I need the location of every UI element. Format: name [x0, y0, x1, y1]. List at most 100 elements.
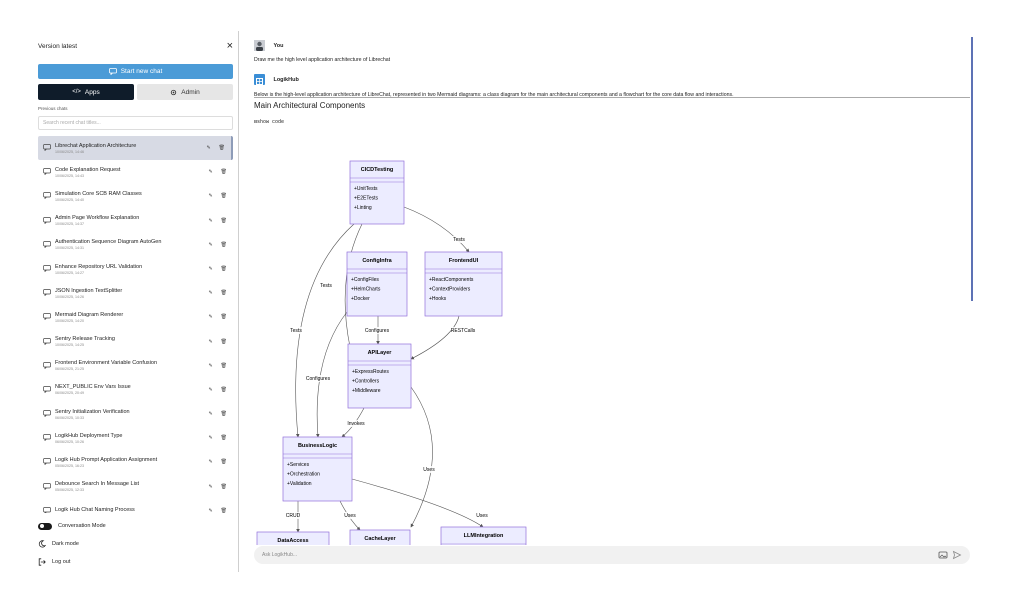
- user-message: You Draw me the high level application a…: [254, 37, 974, 63]
- logout-icon: [38, 558, 46, 566]
- assistant-message-text: Below is the high-level application arch…: [254, 92, 734, 98]
- edit-icon[interactable]: ✎: [208, 459, 213, 466]
- toggle-switch-icon[interactable]: [38, 522, 52, 530]
- close-icon[interactable]: ×: [226, 40, 233, 52]
- diagram-edge: [410, 315, 460, 360]
- chat-title: Debounce Search In Message List: [55, 481, 140, 488]
- attach-image-icon[interactable]: [938, 550, 948, 560]
- edit-icon[interactable]: ✎: [208, 265, 213, 272]
- edit-icon[interactable]: ✎: [208, 483, 213, 490]
- edit-icon[interactable]: ✎: [208, 435, 213, 442]
- edit-icon[interactable]: ✎: [208, 411, 213, 418]
- chat-icon: [43, 482, 51, 490]
- message-input[interactable]: [262, 548, 862, 562]
- apps-button[interactable]: </> Apps: [38, 84, 134, 100]
- sidebar: Version latest × Start new chat </> Apps…: [30, 31, 239, 572]
- chat-icon: [43, 265, 51, 272]
- delete-icon[interactable]: 🗑: [220, 265, 227, 272]
- chat-title: Mermaid Diagram Renderer: [55, 311, 124, 318]
- user-message-text: Draw me the high level application archi…: [254, 57, 391, 63]
- code-toggle-icon: ⊟: [254, 119, 258, 125]
- chat-date: 10/06/2025, 14:31: [55, 246, 84, 251]
- node-member: +ContextProviders: [429, 287, 471, 293]
- chat-icon: [43, 337, 51, 345]
- gear-icon: [171, 89, 177, 95]
- node-title: CICDTesting: [361, 167, 394, 173]
- delete-icon[interactable]: 🗑: [220, 193, 227, 200]
- app-window: Version latest × Start new chat </> Apps…: [30, 31, 992, 572]
- edit-icon[interactable]: ✎: [208, 507, 213, 513]
- delete-icon[interactable]: 🗑: [220, 386, 227, 393]
- delete-icon[interactable]: 🗑: [220, 290, 227, 297]
- delete-icon[interactable]: 🗑: [220, 338, 227, 345]
- edit-icon[interactable]: ✎: [208, 386, 213, 393]
- node-title: CacheLayer: [364, 536, 396, 542]
- dark-mode-button[interactable]: Dark mode: [38, 537, 233, 551]
- edit-icon[interactable]: ✎: [208, 362, 213, 369]
- chat-bubble-icon: [108, 68, 117, 75]
- send-icon[interactable]: [952, 550, 962, 560]
- delete-icon[interactable]: 🗑: [220, 435, 227, 442]
- delete-icon[interactable]: 🗑: [220, 362, 227, 369]
- chat-date: 10/06/2025, 14:26: [55, 294, 84, 299]
- edit-icon[interactable]: ✎: [208, 338, 213, 345]
- delete-icon[interactable]: 🗑: [220, 241, 227, 248]
- edit-icon[interactable]: ✎: [208, 314, 213, 321]
- start-new-chat-button[interactable]: Start new chat: [38, 64, 233, 79]
- delete-icon[interactable]: 🗑: [220, 507, 227, 513]
- chat-title: JSON Ingestion TextSplitter: [55, 287, 123, 294]
- chat-icon: [43, 458, 51, 466]
- version-label: Version latest: [38, 42, 78, 50]
- logout-button[interactable]: Log out: [38, 555, 233, 569]
- delete-icon[interactable]: 🗑: [220, 217, 227, 224]
- edit-icon[interactable]: ✎: [206, 145, 211, 151]
- delete-icon[interactable]: 🗑: [220, 483, 227, 490]
- chat-search-input[interactable]: [38, 116, 233, 130]
- chat-date: 06/06/2025, 20:49: [55, 391, 84, 396]
- node-member: +Services: [287, 462, 310, 468]
- moon-icon: [38, 540, 46, 548]
- admin-button[interactable]: Admin: [137, 84, 233, 100]
- edit-icon[interactable]: ✎: [208, 241, 213, 248]
- edit-icon[interactable]: ✎: [208, 217, 213, 224]
- dark-mode-label: Dark mode: [52, 541, 79, 547]
- diagram-edge: [351, 478, 484, 528]
- delete-icon[interactable]: 🗑: [220, 169, 227, 176]
- delete-icon[interactable]: 🗑: [220, 314, 227, 321]
- user-avatar: [254, 40, 265, 52]
- edit-icon[interactable]: ✎: [208, 169, 213, 176]
- scroll-indicator[interactable]: [971, 37, 973, 301]
- conversation-mode-toggle[interactable]: Conversation Mode: [38, 519, 233, 533]
- edit-icon[interactable]: ✎: [208, 290, 213, 297]
- delete-icon[interactable]: 🗑: [218, 145, 225, 151]
- chat-date: 05/06/2025, 12:33: [55, 488, 84, 493]
- edge-label-bg: [338, 512, 362, 519]
- edit-icon[interactable]: ✎: [208, 193, 213, 200]
- diagram-node-frontend: FrontendUI+ReactComponents+ContextProvid…: [424, 251, 503, 317]
- delete-icon[interactable]: 🗑: [220, 459, 227, 466]
- sidebar-header: Version latest ×: [38, 39, 233, 53]
- delete-icon[interactable]: 🗑: [220, 411, 227, 418]
- show-code-toggle[interactable]: ⊟show code: [254, 119, 284, 125]
- chat-title: Authentication Sequence Diagram AutoGen: [55, 239, 162, 246]
- node-member: +Linting: [354, 205, 372, 211]
- chat-date: 10/06/2025, 14:25: [55, 343, 84, 348]
- chat-list-item[interactable]: Logik Hub Chat Naming Process✎🗑: [38, 499, 233, 513]
- node-member: +Controllers: [352, 379, 380, 385]
- node-member: +UnitTests: [354, 186, 378, 192]
